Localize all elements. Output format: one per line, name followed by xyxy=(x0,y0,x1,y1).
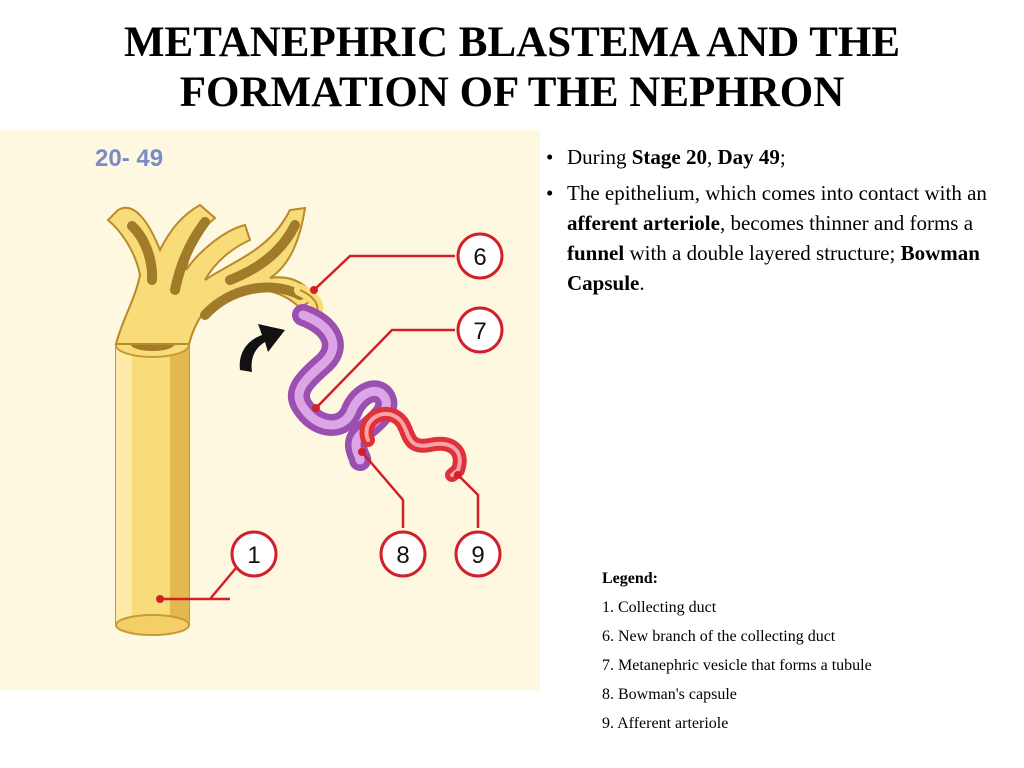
callout-label: 9 xyxy=(471,542,484,569)
callout-label: 1 xyxy=(247,542,260,569)
bullet-text-part: ; xyxy=(779,145,786,169)
bullet-text-part: Bowman Capsule xyxy=(567,241,980,295)
bullet-list: • During Stage 20, Day 49; • The epithel… xyxy=(546,142,1016,304)
bullet-text: During Stage 20, Day 49; xyxy=(567,145,786,169)
callout-6: 6 xyxy=(456,232,504,280)
bullet-text-part: , becomes thinner and forms a xyxy=(719,211,974,235)
legend-heading: Legend: xyxy=(602,570,658,587)
stage-label: 20- 49 xyxy=(95,145,163,172)
afferent-arteriole xyxy=(359,407,467,482)
legend-item: 7. Metanephric vesicle that forms a tubu… xyxy=(602,657,872,674)
bullet-text: The epithelium, which comes into contact… xyxy=(567,181,987,295)
legend-item: 1. Collecting duct xyxy=(602,599,717,616)
bullet-item: • The epithelium, which comes into conta… xyxy=(546,178,1016,298)
callout-7: 7 xyxy=(456,306,504,354)
callout-1: 1 xyxy=(230,530,278,578)
bullet-text-part: The epithelium, which comes into contact… xyxy=(567,181,987,205)
curved-arrow-icon xyxy=(239,324,285,372)
bullet-text-part: Stage 20 xyxy=(631,145,707,169)
callout-1-connector xyxy=(209,567,237,600)
nephron-illustration: 20- 49 xyxy=(95,145,504,636)
legend-item: 8. Bowman's capsule xyxy=(602,686,737,703)
callout-dots xyxy=(156,286,462,603)
callout-8: 8 xyxy=(379,530,427,578)
title-line-2: FORMATION OF THE NEPHRON xyxy=(179,69,845,116)
nephron-diagram: 20- 49 xyxy=(0,130,540,690)
bullet-text-part: During xyxy=(567,145,632,169)
bullet-text-part: . xyxy=(639,271,645,295)
legend-item: 9. Afferent arteriole xyxy=(602,715,729,732)
callout-label: 7 xyxy=(473,318,486,345)
legend-item: 6. New branch of the collecting duct xyxy=(602,628,836,645)
callout-9: 9 xyxy=(454,530,502,578)
duct-branches xyxy=(106,203,317,345)
collecting-duct xyxy=(115,332,190,636)
callout-label: 8 xyxy=(396,542,409,569)
bullet-text-part: funnel xyxy=(567,241,625,265)
bullet-dot: • xyxy=(546,181,554,205)
slide-title: METANEPHRIC BLASTEMA AND THE FORMATION O… xyxy=(0,18,1024,118)
bullet-dot: • xyxy=(546,145,554,169)
bullet-text-part: with a double layered structure; xyxy=(624,241,901,265)
callout-label: 6 xyxy=(473,244,486,271)
bullet-text-part: Day 49 xyxy=(717,145,780,169)
bullet-text-part: , xyxy=(707,145,718,169)
bullet-text-part: afferent arteriole xyxy=(567,211,720,235)
bullet-item: • During Stage 20, Day 49; xyxy=(546,142,1016,172)
legend: Legend: 1. Collecting duct 6. New branch… xyxy=(602,564,1002,738)
title-line-1: METANEPHRIC BLASTEMA AND THE xyxy=(123,19,901,66)
